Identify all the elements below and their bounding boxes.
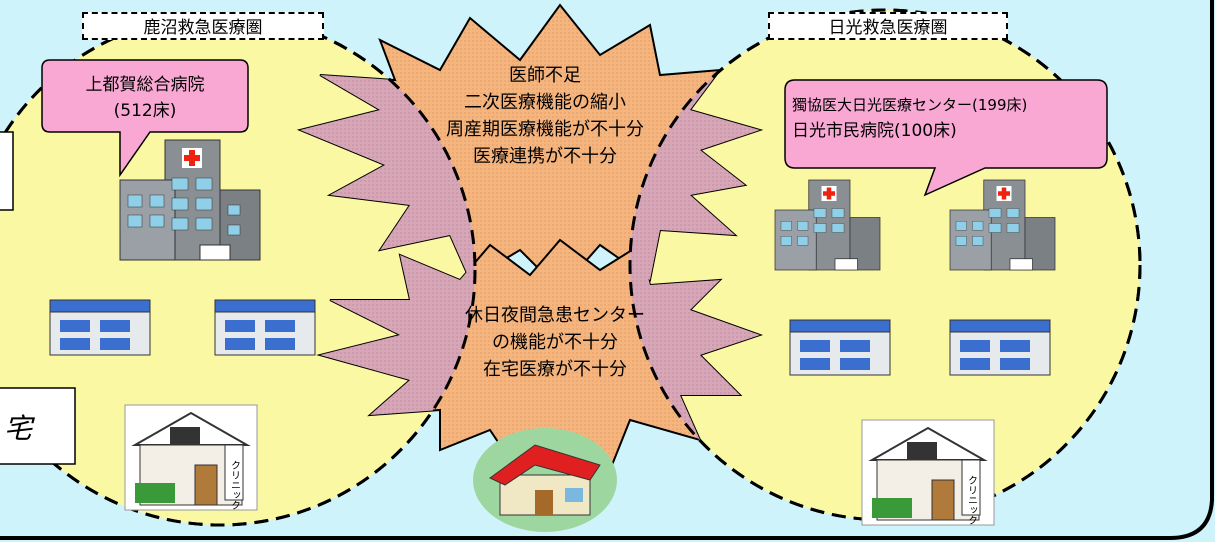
clinic-building-icon bbox=[214, 299, 316, 356]
house-clinic-icon bbox=[861, 419, 995, 526]
issues-top-line2: 二次医療機能の縮小 bbox=[464, 92, 626, 113]
home-icon bbox=[473, 428, 617, 532]
clinic-building-icon bbox=[789, 319, 891, 376]
issues-top-line3: 周産期医療機能が不十分 bbox=[446, 119, 644, 140]
left-edge-box-bottom bbox=[0, 387, 76, 465]
clinic-building-icon bbox=[49, 299, 151, 356]
callout-left-text: 上都賀総合病院 (512床) bbox=[42, 72, 248, 124]
issues-top-line4: 医療連携が不十分 bbox=[473, 146, 617, 167]
callout-left-line2: (512床) bbox=[113, 101, 177, 121]
left-box-text: 宅 bbox=[4, 412, 33, 445]
callout-right-line2: 日光市民病院(100床) bbox=[792, 121, 957, 141]
clinic-sign-right: クリニック bbox=[966, 475, 977, 525]
issues-bottom-text: 休日夜間急患センター の機能が不十分 在宅医療が不十分 bbox=[395, 302, 715, 383]
callout-left-line1: 上都賀総合病院 bbox=[85, 75, 205, 95]
clinic-building-icon bbox=[949, 319, 1051, 376]
region-right-label: 日光救急医療圏 bbox=[768, 12, 1008, 40]
hospital-icon bbox=[949, 179, 1056, 271]
callout-right-bubble bbox=[784, 79, 1108, 197]
callout-right-line1: 獨協医大日光医療センター(199床) bbox=[792, 96, 1028, 114]
hospital-icon bbox=[774, 179, 881, 271]
house-clinic-icon bbox=[124, 404, 258, 511]
issues-bottom-line3: 在宅医療が不十分 bbox=[483, 359, 627, 380]
callout-right-text: 獨協医大日光医療センター(199床) 日光市民病院(100床) bbox=[792, 92, 1102, 144]
issues-top-text: 医師不足 二次医療機能の縮小 周産期医療機能が不十分 医療連携が不十分 bbox=[385, 62, 705, 170]
hospital-icon bbox=[119, 139, 261, 261]
region-left-label: 鹿沼救急医療圏 bbox=[82, 12, 324, 40]
issues-bottom-line1: 休日夜間急患センター bbox=[465, 305, 645, 326]
callout-left-bubble bbox=[41, 59, 249, 178]
issues-top-line1: 医師不足 bbox=[509, 65, 581, 86]
issues-bottom-line2: の機能が不十分 bbox=[492, 332, 618, 353]
clinic-sign-left: クリニック bbox=[229, 460, 240, 510]
left-edge-box-top bbox=[0, 131, 14, 211]
